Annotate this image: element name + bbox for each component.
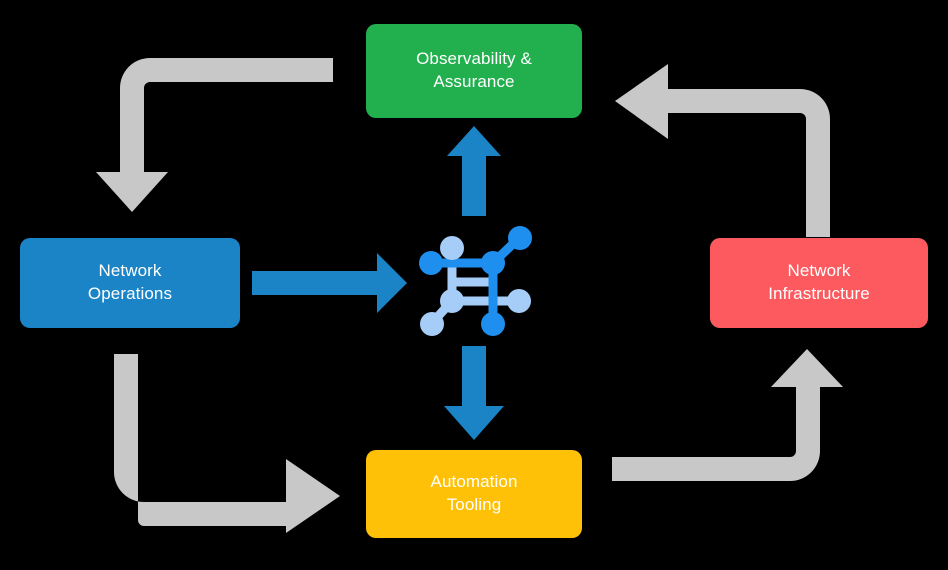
connector-network-operations-to-center bbox=[252, 253, 407, 313]
node-automation-tooling[interactable]: Automation Tooling bbox=[366, 450, 582, 538]
connector-automation-tooling-to-network-infrastructure bbox=[612, 349, 843, 481]
node-network-infrastructure[interactable]: Network Infrastructure bbox=[710, 238, 928, 328]
connector-center-to-observability bbox=[447, 126, 501, 216]
connector-observability-to-network-operations bbox=[96, 58, 333, 212]
node-network-operations[interactable]: Network Operations bbox=[20, 238, 240, 328]
connector-center-to-automation-tooling bbox=[444, 346, 504, 440]
connector-network-operations-to-automation-tooling bbox=[114, 354, 340, 533]
connector-network-infrastructure-to-observability bbox=[615, 64, 830, 237]
node-observability-assurance[interactable]: Observability & Assurance bbox=[366, 24, 582, 118]
